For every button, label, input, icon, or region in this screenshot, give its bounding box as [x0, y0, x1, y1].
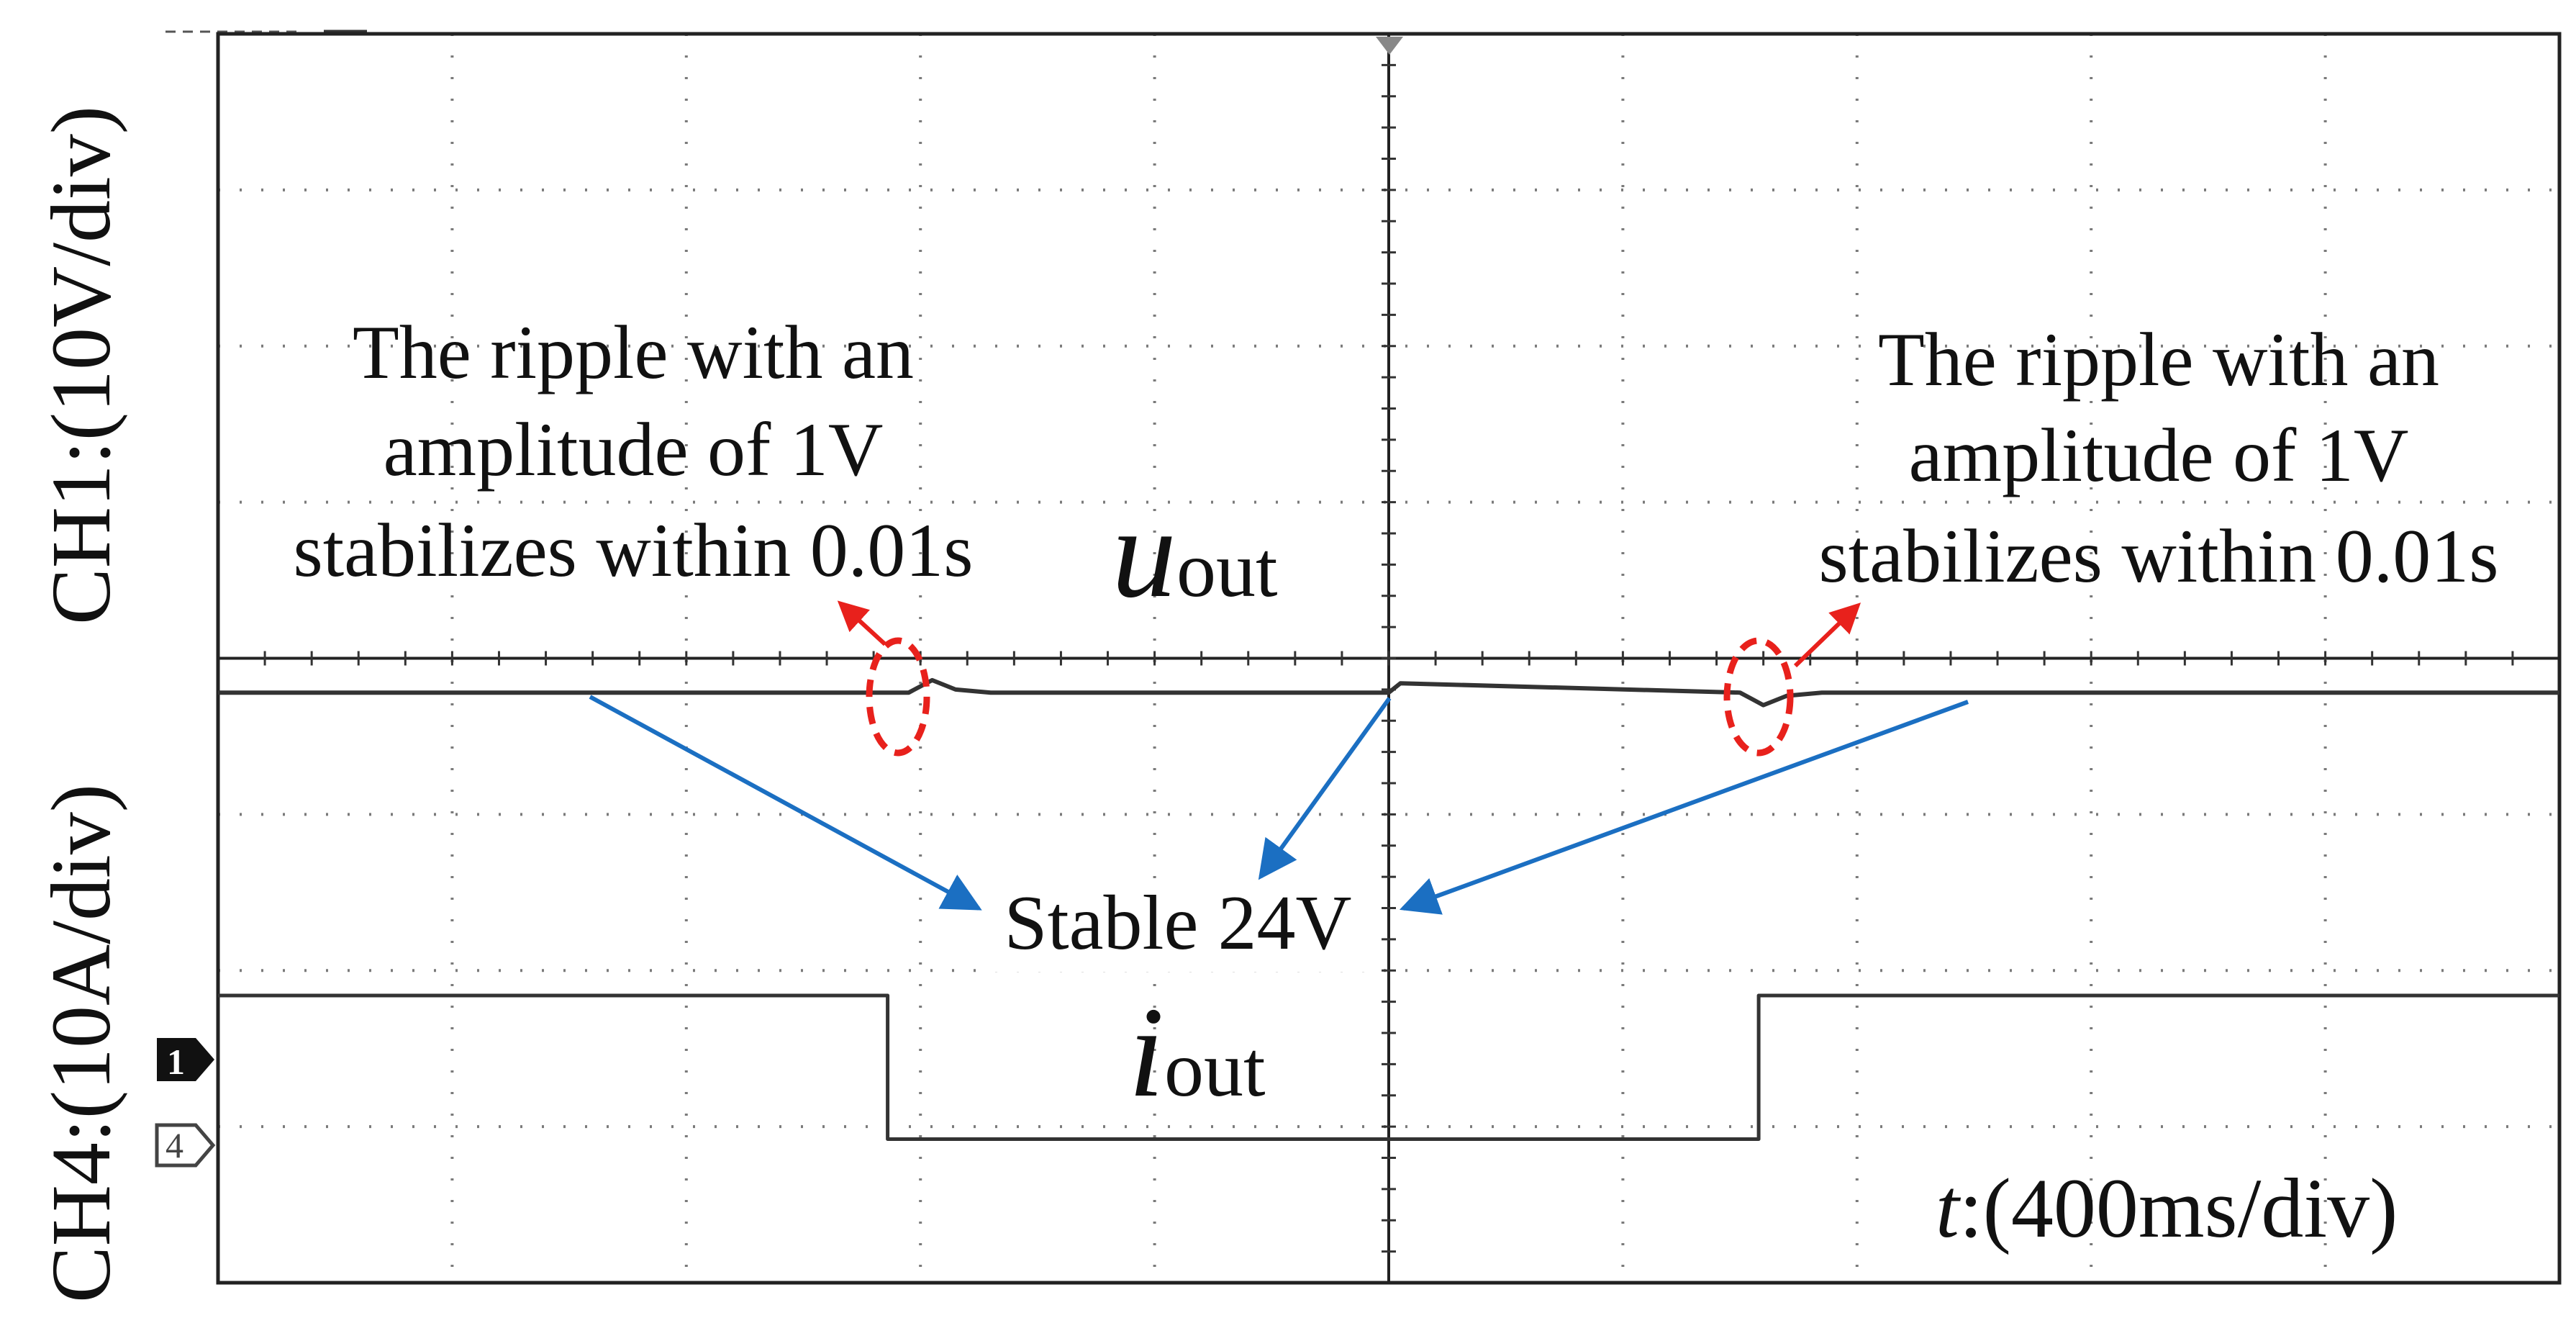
time-axis-label: t:(400ms/div)	[1936, 1161, 2398, 1255]
series-ch1-trace	[218, 677, 2559, 708]
uout-label-main: u	[1112, 481, 1176, 624]
ripple-right-line-3: stabilizes within 0.01s	[1818, 514, 2498, 598]
stable-arrow-2	[1258, 697, 1392, 880]
ch4-marker-label: 4	[165, 1125, 183, 1165]
stable-label: Stable 24V	[1004, 880, 1352, 966]
ripple-right-line-1: The ripple with an	[1878, 317, 2439, 402]
traces	[218, 677, 2559, 1141]
iout-label: iout	[1128, 980, 1266, 1124]
ch1-axis-label: CH1:(10V/div)	[34, 106, 128, 625]
ripple-right-arrow	[1793, 602, 1861, 668]
ch4-marker-icon: 4	[155, 1123, 216, 1168]
iout-label-main: i	[1128, 980, 1164, 1124]
ripple-left-arrow	[837, 600, 887, 646]
trigger-marker-icon	[1376, 37, 1403, 55]
ripple-right-line-2: amplitude of 1V	[1909, 413, 2409, 497]
stable-label-bg	[984, 880, 1373, 972]
ripple-annotation-left: The ripple with an amplitude of 1V stabi…	[293, 310, 974, 757]
ripple-left-line-3: stabilizes within 0.01s	[293, 508, 973, 592]
ripple-left-ellipse	[866, 637, 930, 757]
scope-grid	[218, 34, 2559, 1283]
time-axis-suffix: :(400ms/div)	[1959, 1161, 2398, 1255]
ripple-annotation-right: The ripple with an amplitude of 1V stabi…	[1723, 317, 2499, 757]
stable-arrow-1	[589, 695, 982, 911]
iout-label-sub: out	[1164, 1025, 1266, 1113]
ch1-marker-label: 1	[167, 1042, 185, 1082]
series-ch4-trace	[218, 993, 2559, 1141]
ch4-axis-label: CH4:(10A/div)	[34, 784, 128, 1303]
stable-annotation: Stable 24V	[589, 695, 1969, 972]
uout-label: uout	[1112, 481, 1278, 624]
plot-frame	[216, 32, 2562, 1285]
ripple-left-line-1: The ripple with an	[353, 310, 914, 394]
ch1-marker-icon: 1	[157, 1038, 214, 1082]
uout-label-sub: out	[1176, 525, 1278, 613]
ripple-left-line-2: amplitude of 1V	[384, 407, 884, 492]
time-axis-prefix: t	[1936, 1161, 1962, 1255]
ripple-right-ellipse	[1723, 637, 1794, 757]
stable-arrow-3	[1399, 700, 1969, 915]
